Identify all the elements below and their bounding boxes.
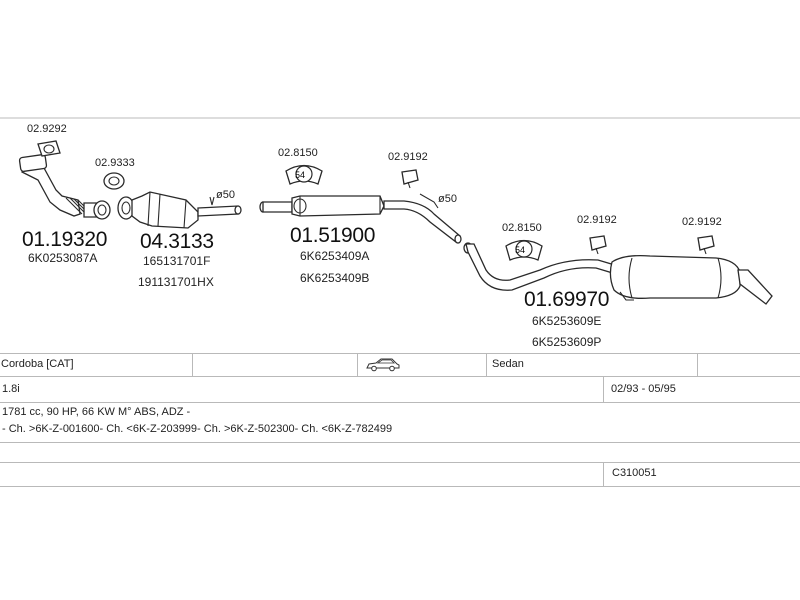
gasket-02-9292[interactable] (37, 140, 61, 157)
table-divider (0, 402, 800, 403)
diameter-arrow-icon (419, 193, 439, 209)
table-divider (603, 462, 604, 486)
middle-silencer-part[interactable] (259, 195, 462, 244)
accessory-label: 02.9192 (577, 214, 617, 226)
car-icon (366, 358, 400, 376)
oem-number: 6K6253409B (300, 271, 369, 285)
engine: 1.8i (2, 383, 20, 395)
part-number[interactable]: 01.51900 (290, 224, 376, 247)
accessory-label: 02.9292 (27, 123, 67, 135)
production-period: 02/93 - 05/95 (611, 383, 676, 395)
rear-silencer-part[interactable] (463, 242, 773, 305)
catalog-code: C310051 (612, 467, 657, 479)
oem-number: 6K0253087A (28, 251, 97, 265)
body-type: Sedan (492, 358, 524, 370)
gasket-02-9333[interactable] (103, 172, 125, 190)
hanger-02-9192-b[interactable] (589, 235, 607, 255)
model-name: Cordoba [CAT] (1, 358, 74, 370)
hanger-02-9192-a[interactable] (401, 169, 419, 189)
accessory-label: 02.8150 (502, 222, 542, 234)
part-number[interactable]: 01.69970 (524, 288, 610, 311)
table-divider (357, 353, 358, 376)
table-divider (0, 353, 800, 354)
table-divider (192, 353, 193, 376)
accessory-label: 02.9192 (388, 151, 428, 163)
accessory-label: 02.9192 (682, 216, 722, 228)
oem-number: 6K5253609E (532, 314, 601, 328)
oem-number: 165131701F (143, 254, 210, 268)
hanger-02-9192-c[interactable] (697, 235, 715, 255)
table-divider (697, 353, 698, 376)
oem-number: 191131701HX (138, 275, 214, 289)
chassis-range: - Ch. >6K-Z-001600- Ch. <6K-Z-203999- Ch… (2, 423, 393, 435)
diameter-label: ø50 (438, 193, 457, 205)
clamp-02-8150-b[interactable] (505, 239, 543, 261)
table-divider (0, 462, 800, 463)
table-divider (0, 486, 800, 487)
clamp-size-badge: 54 (295, 170, 305, 180)
oem-number: 6K6253409A (300, 249, 369, 263)
accessory-label: 02.8150 (278, 147, 318, 159)
diameter-label: ø50 (216, 189, 235, 201)
diameter-arrow-icon (209, 196, 215, 206)
clamp-02-8150-a[interactable] (285, 164, 323, 185)
front-pipe-part[interactable] (18, 153, 111, 220)
catalytic-converter-part[interactable] (117, 191, 242, 229)
table-divider (0, 442, 800, 443)
table-divider (486, 353, 487, 376)
clamp-size-badge: 54 (515, 245, 525, 255)
accessory-label: 02.9333 (95, 157, 135, 169)
engine-spec: 1781 cc, 90 HP, 66 KW M° ABS, ADZ - (2, 406, 191, 418)
table-divider (0, 376, 800, 377)
part-number[interactable]: 01.19320 (22, 228, 108, 251)
oem-number: 6K5253609P (532, 335, 601, 349)
part-number[interactable]: 04.3133 (140, 230, 214, 253)
table-divider (603, 376, 604, 402)
